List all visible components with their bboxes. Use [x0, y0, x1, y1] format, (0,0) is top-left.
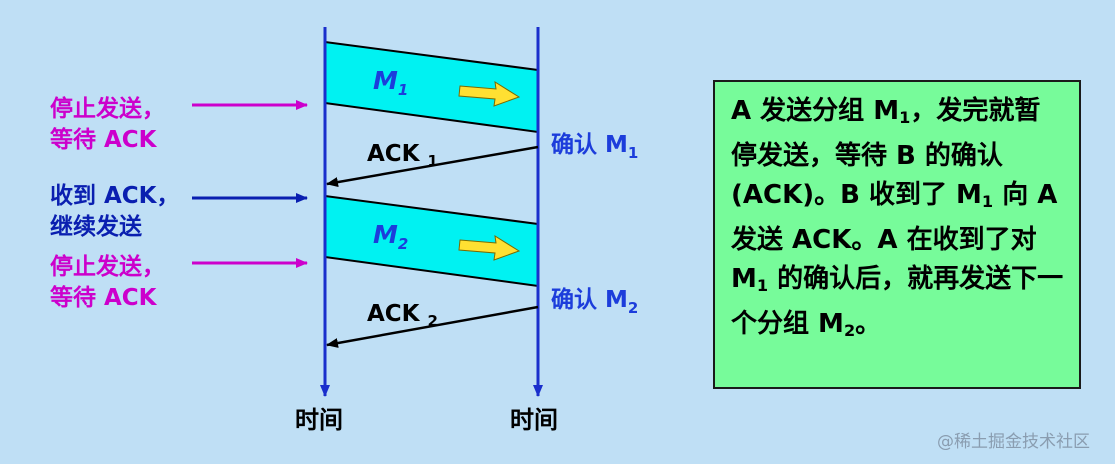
confirm-m1-label: 确认 M1	[551, 132, 639, 162]
watermark: @稀土掘金技术社区	[937, 432, 1090, 452]
packet-m1	[324, 40, 539, 134]
stop-wait-2-line2: 等待 ACK	[50, 285, 157, 311]
stop-wait-label-2: 停止发送， 等待 ACK	[50, 252, 165, 314]
ack2-arrow	[326, 305, 539, 348]
packet-m2-label: M2	[373, 220, 409, 253]
yellow-arrow-icon-2	[458, 235, 521, 261]
recv-continue-label: 收到 ACK， 继续发送	[50, 181, 180, 243]
stop-wait-1-line1: 停止发送，	[50, 96, 165, 122]
sender-time-label: 时间	[295, 406, 343, 434]
stop-wait-label-1: 停止发送， 等待 ACK	[50, 94, 165, 156]
stop-wait-1-line2: 等待 ACK	[50, 127, 157, 153]
packet-m2	[324, 194, 539, 288]
packet-m1-label: M1	[373, 66, 409, 99]
recv-continue-line2: 继续发送	[50, 214, 142, 240]
yellow-arrow-icon-1	[458, 81, 521, 107]
ack2-label: ACK 2	[367, 301, 438, 330]
ack1-arrow	[326, 145, 539, 188]
ack1-label: ACK 1	[367, 141, 438, 170]
receiver-time-label: 时间	[510, 406, 558, 434]
explanation-note: A 发送分组 M1，发完就暂停发送，等待 B 的确认 (ACK)。B 收到了 M…	[713, 80, 1081, 389]
stop-wait-2-line1: 停止发送，	[50, 254, 165, 280]
recv-continue-line1: 收到 ACK，	[50, 183, 180, 209]
confirm-m2-label: 确认 M2	[551, 287, 639, 317]
